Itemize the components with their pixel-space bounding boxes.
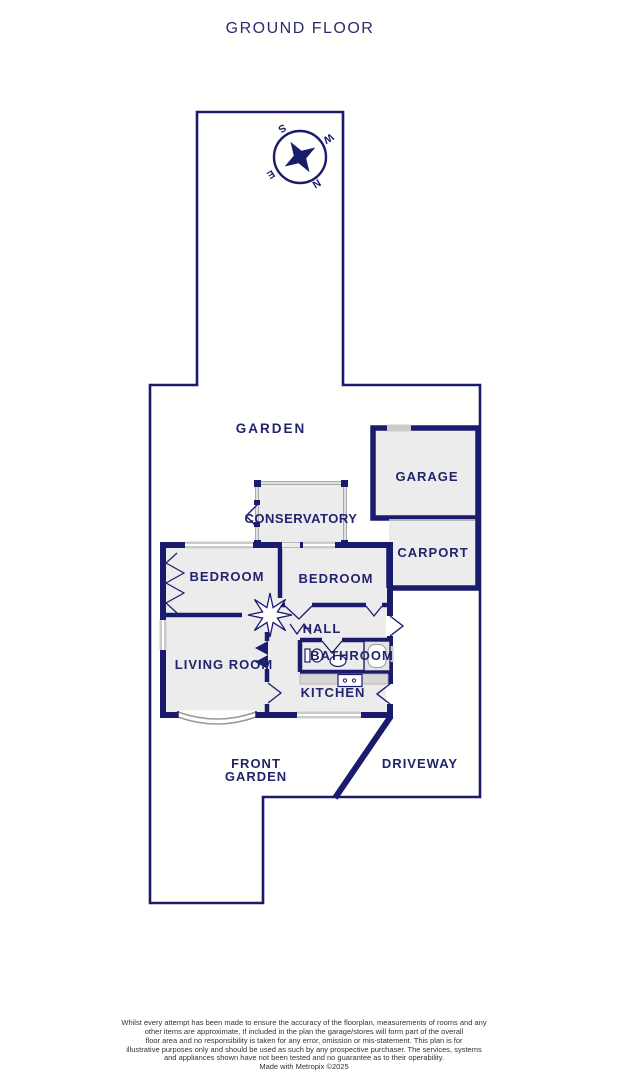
living-room-door-leaves — [255, 641, 268, 669]
room-label-carport: CARPORT — [397, 545, 468, 560]
conservatory-house-door — [282, 541, 300, 549]
room-label-conservatory: CONSERVATORY — [245, 511, 358, 526]
room-label-bedroom-right: BEDROOM — [299, 571, 374, 586]
page-title: GROUND FLOOR — [225, 20, 375, 37]
bay-window — [177, 710, 257, 725]
room-label-living-room: LIVING ROOM — [175, 657, 273, 672]
compass-north-label: N — [310, 176, 323, 190]
disclaimer-line: Made with Metropix ©2025 — [259, 1062, 349, 1072]
room-label-garage: GARAGE — [395, 469, 458, 484]
disclaimer: Whilst every attempt has been made to en… — [0, 1018, 608, 1072]
room-label-front-garden-line2: GARDEN — [225, 769, 287, 784]
room-label-driveway: DRIVEWAY — [382, 756, 458, 771]
room-label-front-garden-line1: FRONT — [231, 756, 281, 771]
cupboard-door-swing — [365, 605, 383, 618]
rear-door — [386, 615, 405, 637]
bathroom-door-swing — [321, 640, 343, 655]
room-label-hall: HALL — [303, 621, 342, 636]
interior-walls — [163, 545, 390, 715]
room-label-garden: GARDEN — [236, 421, 307, 436]
garage-walls — [370, 425, 481, 521]
disclaimer-line: other items are approximate, If included… — [144, 1027, 464, 1037]
compass-icon: N E S W — [264, 121, 335, 190]
room-label-bedroom-left: BEDROOM — [190, 569, 265, 584]
room-carport — [389, 520, 478, 588]
compass-east-label: E — [264, 167, 276, 181]
double-door-symbol — [247, 592, 293, 638]
room-garage — [373, 428, 478, 518]
hall-zigzag — [289, 622, 312, 636]
room-conservatory — [257, 483, 345, 545]
disclaimer-line: floor area and no responsibility is take… — [145, 1035, 463, 1045]
room-label-bathroom: BATHROOM — [310, 648, 394, 663]
bath — [363, 640, 391, 672]
toilet — [304, 648, 324, 663]
sink — [329, 654, 347, 668]
disclaimer-line: Whilst every attempt has been made to en… — [121, 1018, 487, 1028]
kitchen-counter — [299, 673, 389, 688]
room-label-kitchen: KITCHEN — [301, 685, 366, 700]
bedroom-right-door-swing — [284, 605, 313, 620]
driveway-wall — [332, 714, 394, 800]
kitchen-door-swing — [267, 682, 283, 704]
plot-boundary — [148, 110, 482, 905]
door-swings — [267, 605, 383, 704]
disclaimer-line: illustrative purposes only and should be… — [126, 1044, 482, 1054]
wardrobe-doors — [164, 552, 186, 614]
compass-south-label: S — [276, 121, 288, 135]
kitchen-side-door — [375, 683, 394, 705]
disclaimer-line: and appliances shown have not been teste… — [163, 1053, 445, 1063]
garage-door — [387, 424, 411, 432]
conservatory-door-swing — [245, 504, 258, 528]
